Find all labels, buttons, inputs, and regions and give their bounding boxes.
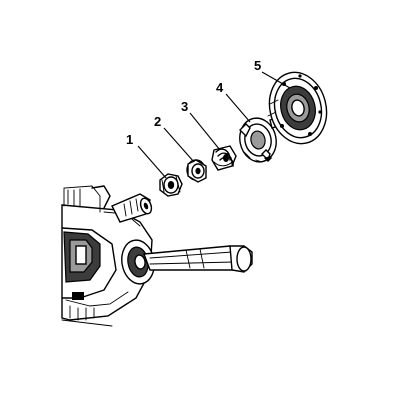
- callout-4: 4: [216, 80, 224, 95]
- leader-4: [225, 93, 251, 123]
- part-1-nut: [159, 173, 183, 197]
- callout-3: 3: [181, 99, 188, 114]
- leader-lines: [137, 71, 291, 179]
- leader-5: [261, 71, 291, 89]
- callout-5: 5: [254, 58, 261, 73]
- leader-2: [163, 127, 195, 163]
- steering-column-housing: [61, 185, 153, 327]
- leader-1: [137, 145, 167, 179]
- part-5-cover-plate: [267, 71, 328, 145]
- part-4-cam-ring: [239, 117, 279, 163]
- leader-3: [189, 112, 221, 151]
- multifunction-lever: [121, 239, 253, 285]
- callout-2: 2: [154, 114, 161, 129]
- part-3-spring: [211, 145, 237, 171]
- steering-shaft: [111, 193, 153, 223]
- part-2-washer: [186, 159, 207, 183]
- callout-1: 1: [126, 132, 133, 147]
